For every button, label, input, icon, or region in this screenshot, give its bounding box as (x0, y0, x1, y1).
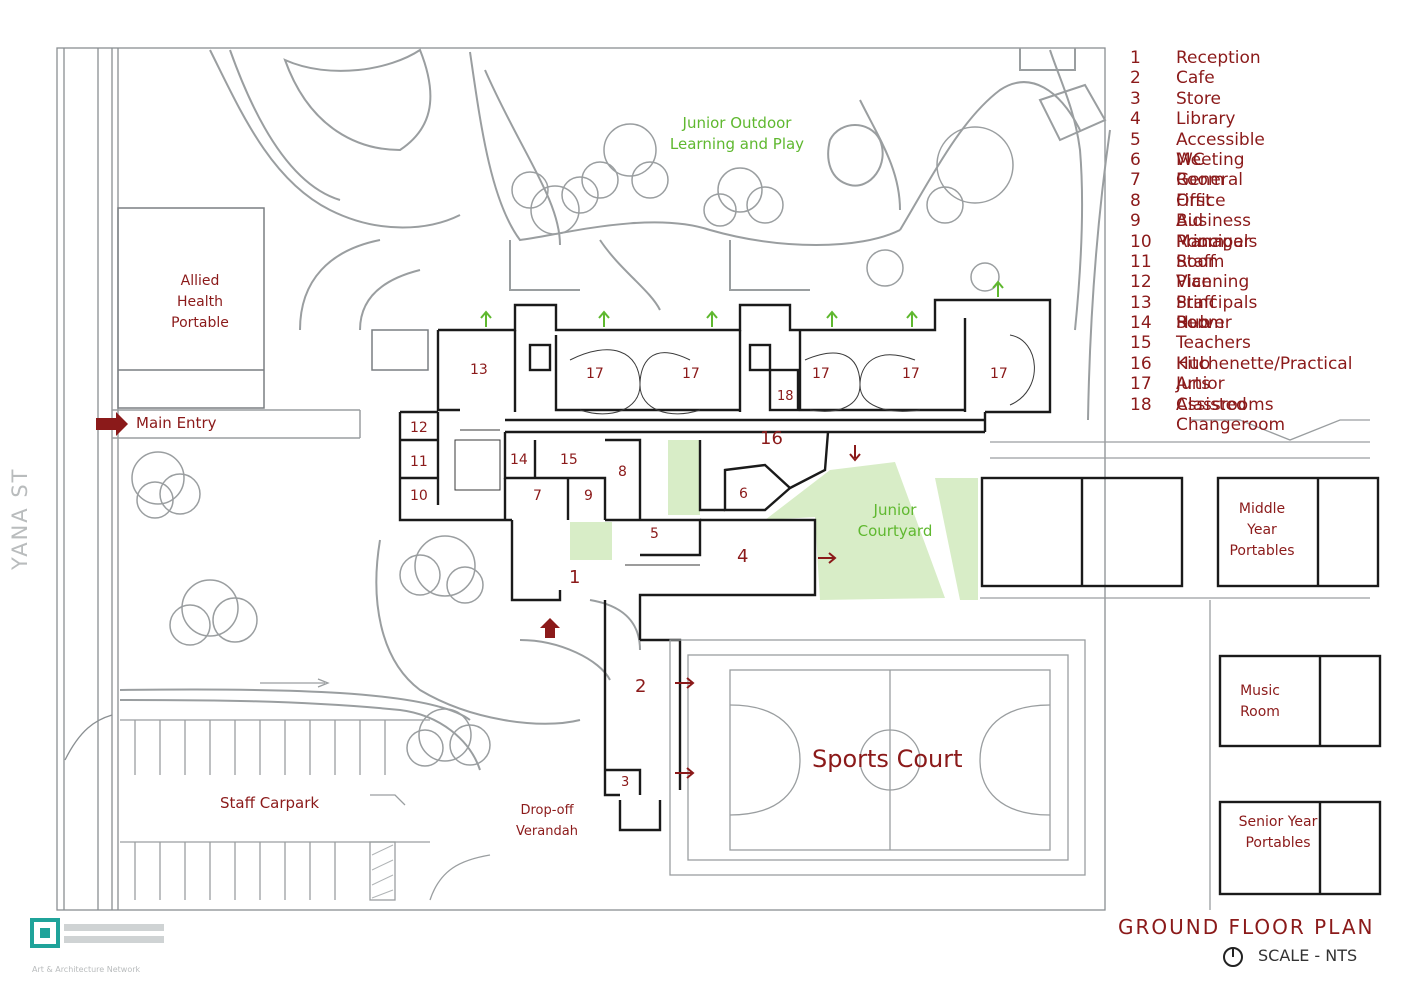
allied-health-label: Allied Health Portable (171, 273, 229, 331)
room-6: 6 (739, 486, 748, 502)
legend-number: 6 (1130, 149, 1141, 170)
legend-number: 1 (1130, 48, 1141, 68)
room-4: 4 (737, 546, 749, 567)
room-18: 18 (777, 389, 794, 404)
landscape-paths (119, 48, 1111, 771)
green-areas (570, 440, 978, 600)
room-17a: 17 (586, 366, 604, 382)
legend-number: 10 (1130, 231, 1152, 252)
legend-number: 12 (1130, 272, 1152, 293)
room-2: 2 (635, 676, 647, 697)
legend-number: 7 (1130, 170, 1141, 191)
room-12: 12 (410, 420, 428, 436)
green-arrows (480, 280, 1004, 327)
scale-label: SCALE - NTS (1258, 946, 1358, 965)
legend-number: 17 (1130, 374, 1152, 395)
room-14: 14 (510, 452, 528, 468)
legend-label: Vice Principals Room (1176, 272, 1258, 334)
legend-label: Junior Classrooms (1176, 374, 1274, 415)
legend-label: First Aid Room (1176, 190, 1225, 252)
legend-label: Store (1176, 88, 1221, 109)
legend-label: Staff Hub (1176, 292, 1216, 334)
room-7: 7 (533, 488, 542, 504)
room-11: 11 (410, 454, 428, 470)
legend-label: Business Manager (1176, 211, 1251, 252)
staff-carpark-label: Staff Carpark (220, 794, 320, 812)
junior-courtyard-label: Junior Courtyard (857, 501, 933, 540)
main-entry-label: Main Entry (136, 414, 217, 432)
plan-title: GROUND FLOOR PLAN (1118, 915, 1375, 939)
room-17c: 17 (812, 366, 830, 382)
legend-label: Reception (1176, 48, 1261, 68)
legend-number: 16 (1130, 353, 1152, 374)
legend-number: 13 (1130, 292, 1152, 313)
legend-label: Accessible WC (1176, 129, 1265, 170)
portables (980, 476, 1382, 896)
room-10: 10 (410, 488, 428, 504)
entry-walkway (112, 409, 361, 439)
legend-number: 4 (1130, 109, 1141, 130)
legend-number: 5 (1130, 129, 1141, 150)
legend-number: 15 (1130, 333, 1152, 354)
room-13: 13 (470, 362, 488, 378)
room-16: 16 (760, 428, 783, 449)
middle-year-label: Middle Year Portables (1229, 501, 1295, 559)
legend-number: 14 (1130, 313, 1152, 334)
legend-label: General Office (1176, 170, 1243, 211)
room-1: 1 (569, 567, 581, 588)
junior-outdoor-label: Junior Outdoor Learning and Play (669, 114, 805, 153)
room-17b: 17 (682, 366, 700, 382)
legend-number: 11 (1130, 251, 1152, 272)
senior-year-label: Senior Year Portables (1238, 814, 1318, 851)
partitions (454, 334, 1035, 566)
legend-label: Kitchenette/Practical Arts (1176, 353, 1353, 395)
legend-label: Cafe (1176, 68, 1215, 89)
room-5: 5 (650, 526, 659, 542)
right-site-lines (980, 419, 1370, 910)
legend-label: Assisted Changeroom (1176, 394, 1286, 436)
legend-label: Server (1176, 313, 1232, 334)
legend-label: Teachers Hub (1176, 333, 1251, 374)
red-arrows (96, 412, 861, 779)
carpark-lines (120, 678, 491, 901)
legend-number: 2 (1130, 68, 1141, 89)
legend-label: Principals Room (1176, 231, 1258, 272)
legend-number: 8 (1130, 190, 1141, 211)
music-room-label: Music Room (1240, 683, 1280, 720)
legend-label: Staff Planning (1176, 251, 1250, 293)
sports-court-label: Sports Court (812, 745, 963, 773)
room-17d: 17 (902, 366, 920, 382)
legend-number: 18 (1130, 394, 1152, 415)
legend-label: Meeting Room (1176, 149, 1245, 191)
room-15: 15 (560, 452, 578, 468)
room-17e: 17 (990, 366, 1008, 382)
street-name: YANA ST (8, 467, 32, 570)
legend-number: 3 (1130, 88, 1141, 109)
room-8: 8 (618, 464, 627, 480)
hatch (371, 844, 394, 899)
scale-icon (1223, 947, 1243, 967)
room-9: 9 (584, 488, 593, 504)
logo: Art & Architecture Network (30, 918, 164, 974)
legend-number: 9 (1130, 211, 1141, 232)
room-3: 3 (621, 775, 630, 790)
dropoff-label: Drop-off Verandah (516, 803, 578, 839)
trees (131, 123, 1014, 767)
legend-label: Library (1176, 109, 1236, 130)
sports-court-outline (669, 639, 1086, 876)
building-walls (398, 298, 1052, 832)
allied-health-portable-outline (117, 207, 429, 409)
svg-text:Art & Architecture Network: Art & Architecture Network (32, 965, 141, 974)
